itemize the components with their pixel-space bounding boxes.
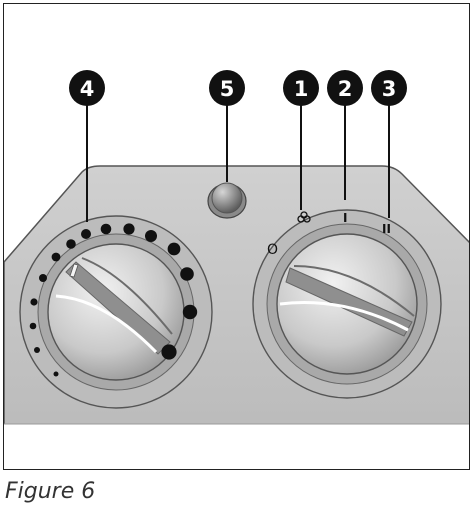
fan-icon	[297, 211, 311, 223]
panel-lower-strip	[4, 424, 469, 469]
figure-frame: O I II 4 5 1 2	[3, 3, 470, 470]
svg-text:1: 1	[294, 77, 309, 101]
temp-dot	[167, 242, 181, 256]
callout-marker-3: 3	[371, 70, 407, 106]
heater-control-panel-illustration: O I II 4 5 1 2	[4, 70, 469, 469]
temp-dot	[34, 347, 40, 353]
temp-dot	[66, 239, 76, 249]
temp-dot	[39, 274, 47, 282]
temp-dot	[161, 344, 177, 360]
thermostat-knob-group	[19, 215, 213, 409]
indicator-light-group	[207, 182, 247, 219]
svg-text:3: 3	[382, 77, 397, 101]
temp-dot	[51, 252, 61, 262]
callout-marker-1: 1	[283, 70, 319, 106]
temp-dot	[180, 267, 194, 281]
temp-dot	[30, 298, 38, 306]
svg-text:4: 4	[80, 77, 95, 101]
svg-text:5: 5	[220, 77, 235, 101]
off-mark	[69, 263, 79, 278]
mode-knob-group: O I II	[252, 209, 442, 399]
figure-caption: Figure 6	[5, 479, 96, 504]
callout-marker-4: 4	[69, 70, 105, 106]
temp-dot	[123, 223, 135, 235]
temp-dot	[81, 229, 91, 239]
temp-dot	[182, 304, 198, 320]
callout-marker-5: 5	[209, 70, 245, 106]
temp-dot	[145, 230, 157, 242]
off-symbol: O	[267, 242, 278, 258]
temp-dot	[100, 223, 112, 235]
svg-text:2: 2	[338, 77, 353, 101]
setting-1-symbol: I	[343, 211, 347, 225]
indicator-light	[211, 182, 243, 214]
temp-dot	[53, 371, 59, 377]
setting-2-symbol: II	[382, 222, 391, 236]
callout-marker-2: 2	[327, 70, 363, 106]
temp-dot	[29, 322, 37, 330]
